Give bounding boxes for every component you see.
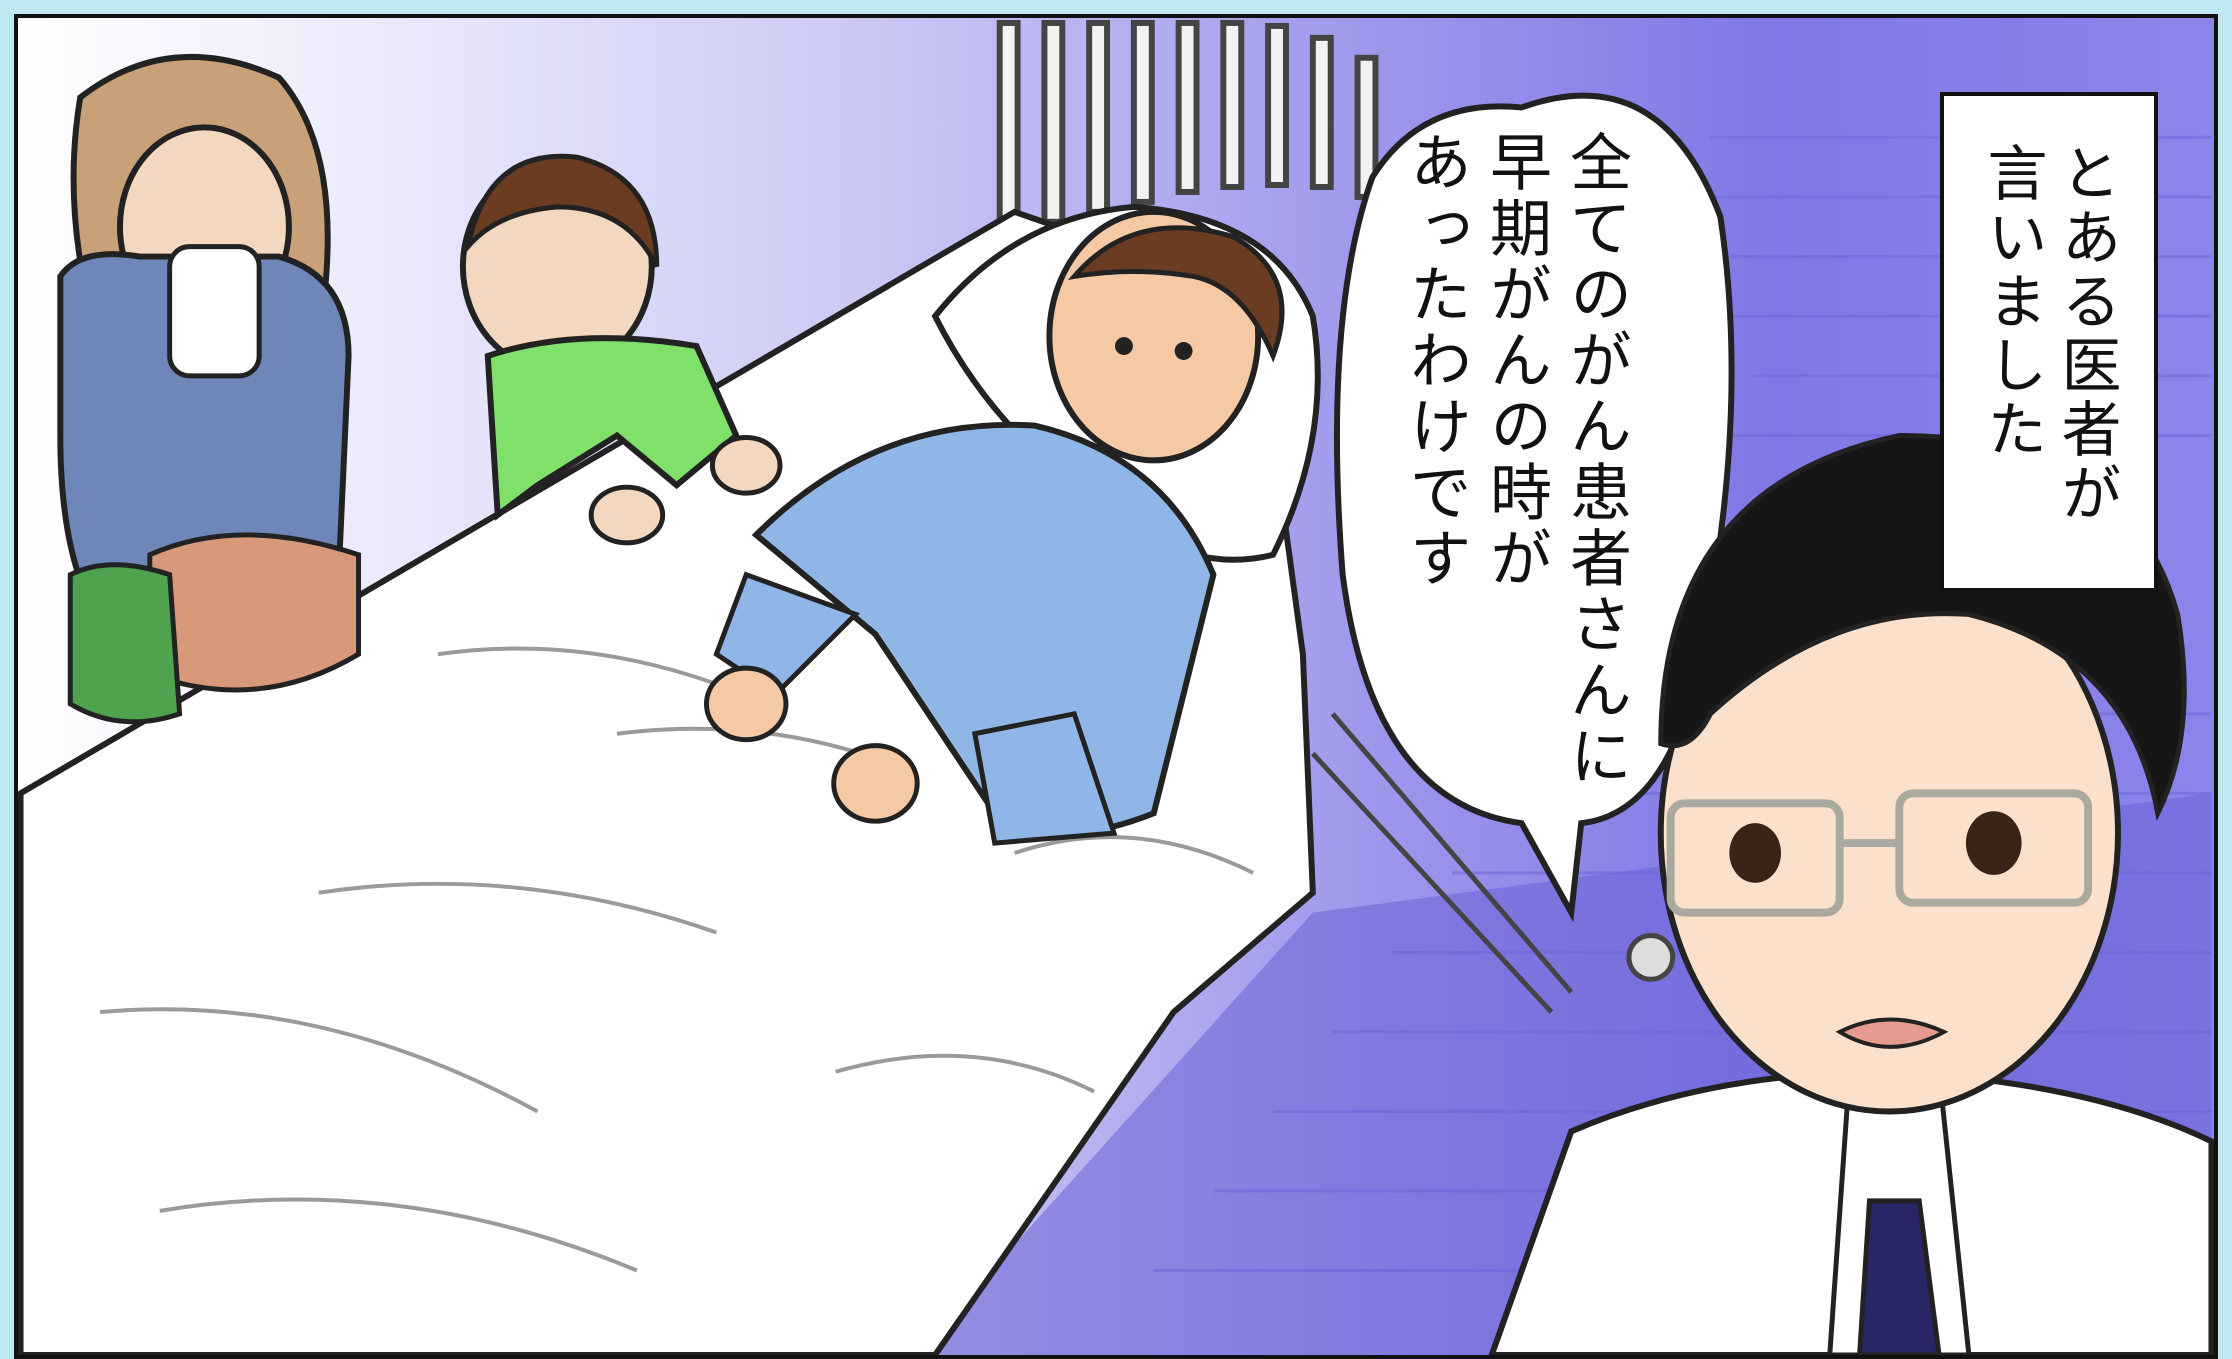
patient	[703, 208, 1285, 846]
side-rail	[1310, 712, 1676, 1014]
bed-rail	[996, 19, 1379, 235]
manga-panel: とある医者が 言いました 全てのがん患者さんに 早期がんの時が あったわけです	[14, 14, 2218, 1359]
speech-bubble-text: 全てのがん患者さんに 早期がんの時が あったわけです	[1399, 130, 1632, 790]
speech-line-3: あったわけです	[1399, 130, 1472, 592]
speech-line-2: 早期がんの時が	[1479, 130, 1552, 592]
caption-line-2: 言いました	[1977, 142, 2047, 462]
caption-line-1: とある医者が	[2051, 142, 2121, 526]
mother	[57, 53, 362, 725]
hospital-scene-illustration	[18, 19, 2214, 1355]
child	[459, 153, 783, 546]
narration-caption-box: とある医者が 言いました	[1940, 92, 2158, 592]
speech-line-1: 全てのがん患者さんに	[1559, 130, 1632, 790]
speech-bubble-shape	[1333, 92, 1735, 923]
